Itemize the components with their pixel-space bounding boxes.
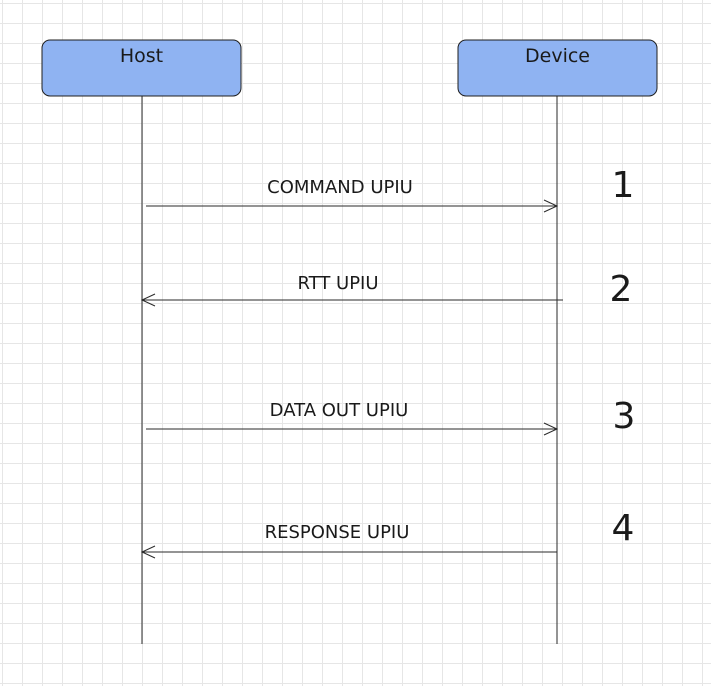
message-label: RTT UPIU (297, 273, 378, 294)
message-data-out-upiu: DATA OUT UPIU 3 (146, 396, 635, 437)
host-box (41, 39, 242, 97)
arrow-head-left-icon (140, 545, 156, 559)
step-number: 2 (610, 269, 633, 310)
step-number: 1 (612, 165, 635, 206)
message-label: COMMAND UPIU (267, 177, 413, 198)
device-box (457, 39, 658, 97)
arrow-head-right-icon (543, 422, 559, 436)
device-label: Device (525, 45, 590, 67)
message-label: RESPONSE UPIU (265, 522, 410, 543)
message-command-upiu: COMMAND UPIU 1 (146, 165, 635, 213)
arrow-head-left-icon (140, 293, 156, 307)
message-rtt-upiu: RTT UPIU 2 (140, 269, 633, 310)
message-response-upiu: RESPONSE UPIU 4 (140, 508, 635, 559)
step-number: 4 (612, 508, 635, 549)
host-label: Host (120, 45, 163, 67)
device-participant: Device (457, 39, 658, 97)
step-number: 3 (613, 396, 636, 437)
message-label: DATA OUT UPIU (270, 400, 409, 421)
host-participant: Host (41, 39, 242, 97)
arrow-head-right-icon (543, 199, 559, 213)
